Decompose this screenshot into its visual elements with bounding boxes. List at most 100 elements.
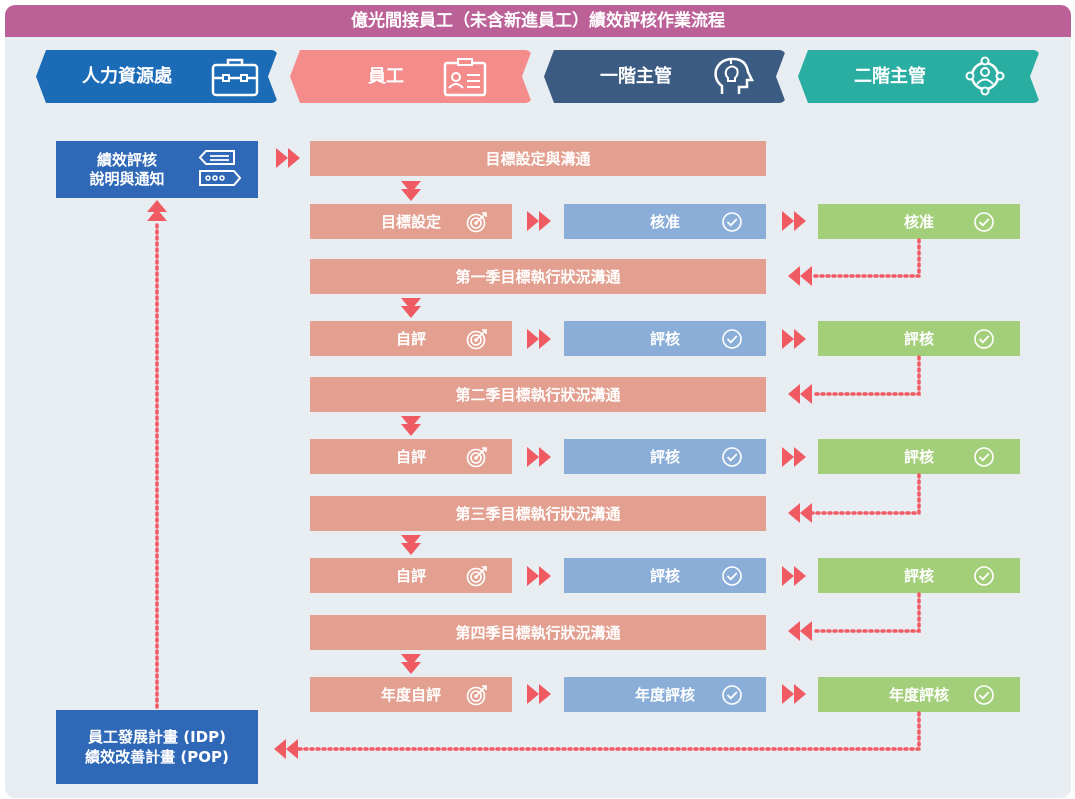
manager1-annual-review-box: 年度評核 [564, 677, 766, 712]
return-connector-q2 [810, 355, 921, 396]
manager1-review-2-box: 評核 [564, 439, 766, 474]
q3-communication-box: 第三季目標執行狀況溝通 [310, 496, 766, 531]
check-circle-icon [974, 212, 994, 232]
role-manager1-label: 一階主管 [600, 66, 672, 87]
flow-arrow-right [527, 684, 551, 704]
manager2-review-3-label: 評核 [903, 567, 934, 585]
manager2-approve-box: 核准 [818, 204, 1020, 239]
flow-arrow-right [276, 148, 300, 168]
manager2-review-1-box: 評核 [818, 321, 1020, 356]
flow-arrow-left [788, 266, 812, 286]
head-idea-icon [708, 56, 758, 98]
flow-arrow-left [788, 503, 812, 523]
q1-communication-box: 第一季目標執行狀況溝通 [310, 259, 766, 294]
q2-communication-box: 第二季目標執行狀況溝通 [310, 377, 766, 412]
manager2-approve-label: 核准 [903, 213, 934, 231]
return-connector-q1 [810, 238, 921, 278]
annual-self-eval-label: 年度自評 [380, 686, 441, 704]
role-employee-label: 員工 [368, 66, 404, 87]
target-icon [466, 212, 487, 233]
self-eval-2-box: 自評 [310, 439, 512, 474]
manager1-approve-label: 核准 [649, 213, 680, 231]
manager2-annual-review-label: 年度評核 [888, 686, 949, 704]
flow-arrow-right [782, 211, 806, 231]
flow-arrow-right [782, 566, 806, 586]
goal-communication-label: 目標設定與溝通 [485, 150, 591, 168]
manager1-approve-box: 核准 [564, 204, 766, 239]
flow-arrow-right [527, 211, 551, 231]
manager1-review-2-label: 評核 [649, 448, 680, 466]
team-network-icon [960, 56, 1010, 98]
manager2-review-3-box: 評核 [818, 558, 1020, 593]
hr-notice-box: 績效評核 說明與通知 [56, 141, 258, 198]
flow-arrow-right [782, 684, 806, 704]
target-icon [466, 447, 487, 468]
target-icon [466, 566, 487, 587]
manager2-review-2-label: 評核 [903, 448, 934, 466]
self-eval-2-label: 自評 [395, 448, 426, 466]
id-card-icon [440, 56, 490, 98]
flow-arrow-left [788, 384, 812, 404]
flow-arrow-down [401, 654, 421, 674]
manager2-review-1-label: 評核 [903, 330, 934, 348]
hr-notice-line2: 說明與通知 [89, 169, 165, 188]
manager1-review-1-box: 評核 [564, 321, 766, 356]
manager1-annual-review-label: 年度評核 [634, 686, 695, 704]
flow-arrow-left [274, 739, 298, 759]
hr-notice-line1: 績效評核 [96, 150, 157, 169]
manager2-review-2-box: 評核 [818, 439, 1020, 474]
chat-bubbles-icon [198, 150, 242, 186]
return-connector-q3 [810, 473, 921, 515]
check-circle-icon [722, 212, 742, 232]
hr-plan-line1: 員工發展計畫 (IDP) [88, 728, 226, 746]
flow-arrow-right [782, 329, 806, 349]
flow-arrow-down [401, 535, 421, 555]
goal-setting-label: 目標設定 [380, 213, 441, 231]
target-icon [466, 329, 487, 350]
check-circle-icon [974, 566, 994, 586]
role-manager2-label: 二階主管 [854, 66, 926, 87]
role-manager1-header: 一階主管 [544, 50, 786, 103]
flow-arrow-up [147, 200, 167, 221]
hr-plan-line2: 績效改善計畫 (POP) [85, 748, 229, 766]
q3-communication-label: 第三季目標執行狀況溝通 [455, 505, 621, 523]
check-circle-icon [722, 566, 742, 586]
manager1-review-3-label: 評核 [649, 567, 680, 585]
check-circle-icon [974, 447, 994, 467]
flow-arrow-right [527, 566, 551, 586]
check-circle-icon [974, 685, 994, 705]
goal-communication-box: 目標設定與溝通 [310, 141, 766, 176]
return-connector-q4 [810, 592, 921, 633]
manager1-review-3-box: 評核 [564, 558, 766, 593]
q2-communication-label: 第二季目標執行狀況溝通 [455, 386, 621, 404]
self-eval-1-label: 自評 [395, 330, 426, 348]
target-icon [466, 685, 487, 706]
goal-setting-box: 目標設定 [310, 204, 512, 239]
q4-communication-label: 第四季目標執行狀況溝通 [455, 624, 621, 642]
manager2-annual-review-box: 年度評核 [818, 677, 1020, 712]
return-connector-final [296, 711, 921, 751]
manager1-review-1-label: 評核 [649, 330, 680, 348]
flow-arrow-right [527, 447, 551, 467]
self-eval-3-box: 自評 [310, 558, 512, 593]
flow-arrow-right [782, 447, 806, 467]
page-title: 億光間接員工（未含新進員工）績效評核作業流程 [5, 5, 1071, 37]
role-hr-label: 人力資源處 [82, 66, 172, 87]
role-employee-header: 員工 [290, 50, 532, 103]
check-circle-icon [722, 329, 742, 349]
flow-arrow-down [401, 416, 421, 436]
flow-arrow-down [401, 181, 421, 201]
role-hr-header: 人力資源處 [36, 50, 278, 103]
self-eval-3-label: 自評 [395, 567, 426, 585]
hr-plan-box: 員工發展計畫 (IDP) 績效改善計畫 (POP) [56, 710, 258, 784]
check-circle-icon [722, 447, 742, 467]
flow-arrow-right [527, 329, 551, 349]
check-circle-icon [974, 329, 994, 349]
role-manager2-header: 二階主管 [798, 50, 1040, 103]
self-eval-1-box: 自評 [310, 321, 512, 356]
check-circle-icon [722, 685, 742, 705]
annual-self-eval-box: 年度自評 [310, 677, 512, 712]
flow-arrow-down [401, 298, 421, 318]
q1-communication-label: 第一季目標執行狀況溝通 [455, 268, 621, 286]
